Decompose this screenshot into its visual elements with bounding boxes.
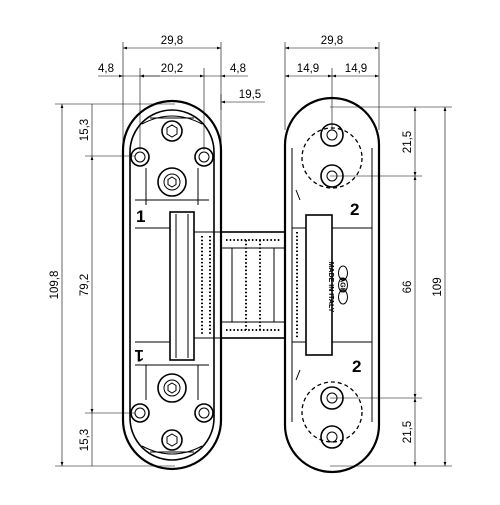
right-bottom-cam-screw-icon bbox=[320, 386, 344, 410]
dim-bottom-end-left: 15,3 bbox=[79, 429, 91, 451]
brand-logo-text: AGB bbox=[339, 277, 346, 293]
left-bottom-left-pin-icon bbox=[130, 403, 150, 423]
dim-overall-height-left: 109,8 bbox=[49, 271, 61, 300]
left-bottom-screw-icon bbox=[161, 429, 183, 451]
left-bottom-right-pin-icon bbox=[194, 403, 214, 423]
dim-top-end-left: 15,3 bbox=[79, 119, 91, 141]
dim-top-end-right: 21,5 bbox=[402, 131, 414, 153]
dim-left-margin: 4,8 bbox=[98, 63, 114, 75]
dim-overall-height-right: 109 bbox=[432, 277, 444, 296]
dim-bottom-end-right: 21,5 bbox=[402, 421, 414, 443]
extension-lines bbox=[55, 42, 452, 467]
marker-right-top: 2 bbox=[350, 200, 359, 219]
dim-center-width: 20,2 bbox=[161, 63, 183, 75]
brand-plate: AGB MADE IN ITALY bbox=[327, 262, 348, 313]
dim-half-right: 14,9 bbox=[345, 63, 367, 75]
marker-left-bottom: 1 bbox=[135, 346, 144, 365]
center-link-arms bbox=[220, 231, 286, 339]
left-top-adjust-screw-icon bbox=[157, 167, 187, 197]
dim-mid-height-right: 66 bbox=[402, 281, 414, 294]
marker-right-bottom: 2 bbox=[352, 357, 361, 376]
right-top-dashed-recess bbox=[301, 127, 363, 189]
dim-inner-height-left: 79,2 bbox=[79, 274, 91, 296]
dim-right-margin: 4,8 bbox=[230, 63, 246, 75]
dim-half-left: 14,9 bbox=[297, 63, 319, 75]
dim-top-left-width: 29,8 bbox=[161, 35, 183, 47]
left-top-screw-icon bbox=[161, 120, 183, 142]
brand-origin-text: MADE IN ITALY bbox=[327, 262, 334, 313]
left-top-right-pin-icon bbox=[194, 147, 214, 167]
dim-offset: 19,5 bbox=[239, 89, 261, 101]
right-bottom-dashed-recess bbox=[301, 381, 363, 443]
left-top-left-pin-icon bbox=[130, 147, 150, 167]
left-bottom-adjust-screw-icon bbox=[157, 373, 187, 403]
right-bottom-screw-icon bbox=[320, 425, 344, 449]
left-hinge-body: 1 1 bbox=[121, 99, 223, 471]
dimension-lines bbox=[60, 46, 447, 466]
dimension-labels: 29,8 4,8 20,2 4,8 19,5 29,8 14,9 14,9 10… bbox=[49, 35, 444, 451]
marker-left-top: 1 bbox=[136, 207, 145, 226]
right-hinge-body: 2 AGB MADE IN ITALY 2 bbox=[283, 96, 381, 474]
right-top-cam-screw-icon bbox=[320, 164, 344, 188]
right-top-screw-icon bbox=[320, 123, 344, 147]
dim-top-right-width: 29,8 bbox=[321, 35, 343, 47]
